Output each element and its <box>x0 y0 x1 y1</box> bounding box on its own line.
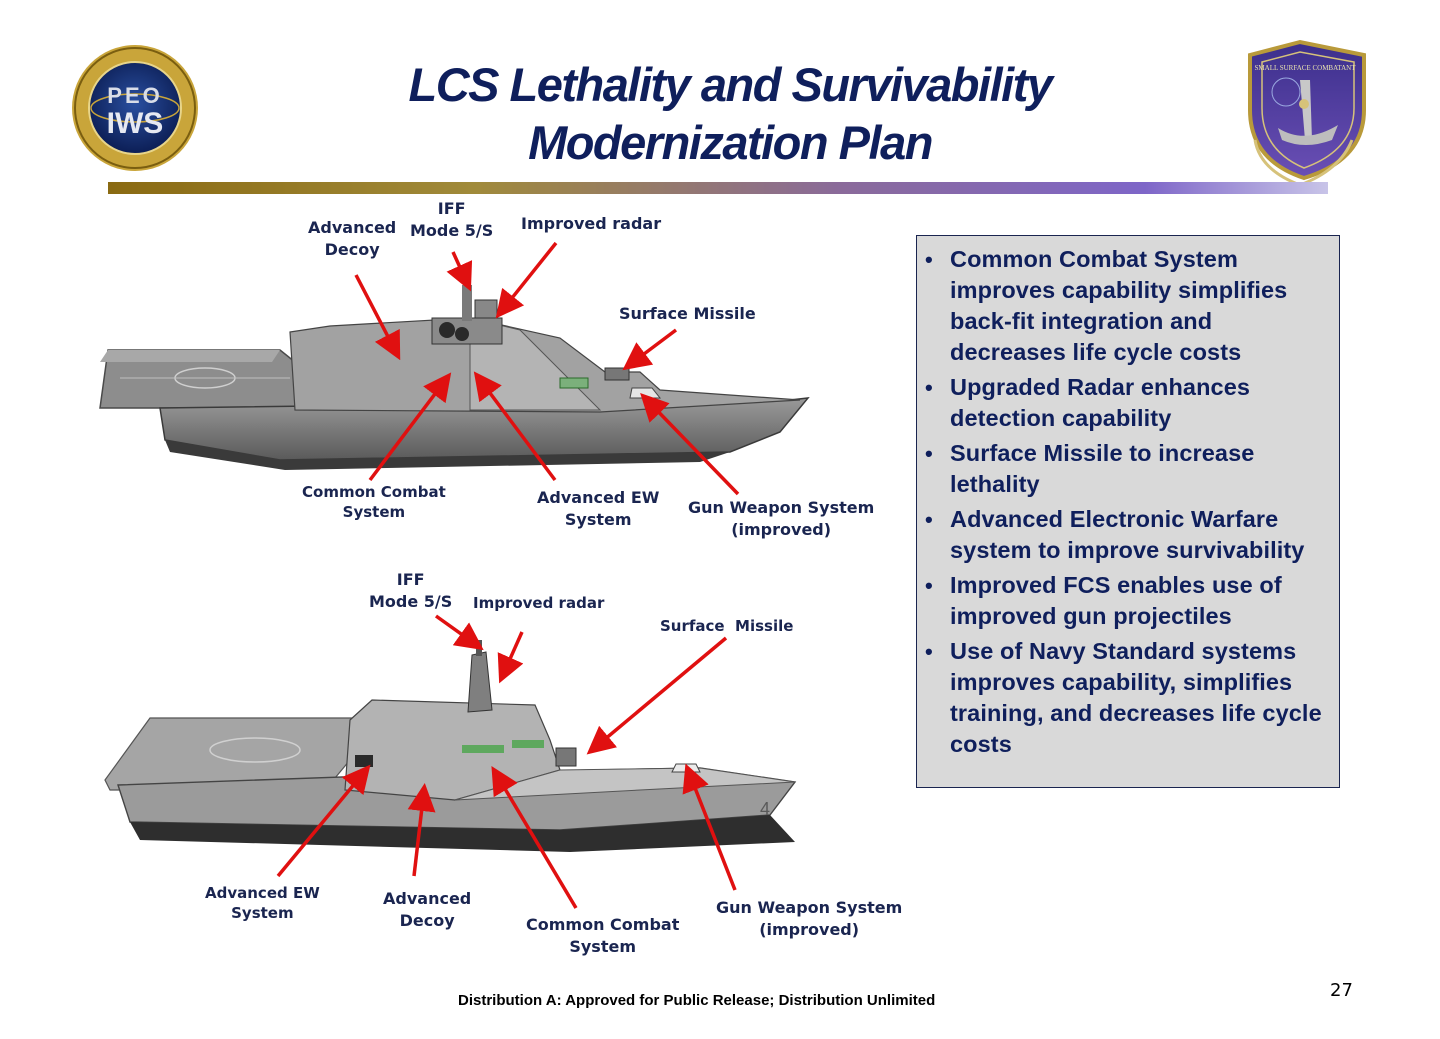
arrow-advanced-ew-1 <box>473 371 557 482</box>
arrow-gun-weapon-2 <box>682 763 737 891</box>
logo-iws-text: IWS <box>107 107 164 140</box>
page-title: LCS Lethality and Survivability Moderniz… <box>300 56 1160 172</box>
label-advanced-ew-2: Advanced EW System <box>205 884 320 922</box>
bullet-item: Improved FCS enables use of improved gun… <box>917 570 1339 632</box>
bullet-list: Common Combat System improves capability… <box>917 236 1339 760</box>
label-advanced-ew-1: Advanced EW System <box>537 488 660 529</box>
shield-text: SMALL SURFACE COMBATANT <box>1255 64 1357 72</box>
label-iff-2: IFF Mode 5/S <box>369 570 453 611</box>
bullet-item: Advanced Electronic Warfare system to im… <box>917 504 1339 566</box>
bullet-item: Use of Navy Standard systems improves ca… <box>917 636 1339 760</box>
label-common-combat-1: Common Combat System <box>302 483 446 521</box>
bullet-item: Upgraded Radar enhances detection capabi… <box>917 372 1339 434</box>
distribution-footer: Distribution A: Approved for Public Rele… <box>458 992 936 1009</box>
small-surface-combatant-logo: SMALL SURFACE COMBATANT <box>1248 39 1366 187</box>
bullet-panel: Common Combat System improves capability… <box>916 235 1340 788</box>
label-common-combat-2: Common Combat System <box>526 915 680 956</box>
peo-iws-logo: PEO IWS <box>72 45 198 171</box>
arrow-improved-radar-1 <box>495 241 558 319</box>
arrows-ship-1 <box>354 241 740 496</box>
arrow-iff-1 <box>446 251 473 292</box>
label-advanced-decoy-2: Advanced Decoy <box>383 889 472 930</box>
arrow-common-combat-2 <box>491 765 578 909</box>
arrow-advanced-decoy-1 <box>354 274 401 361</box>
label-improved-radar-2: Improved radar <box>473 594 605 612</box>
label-improved-radar-1: Improved radar <box>521 214 662 233</box>
arrow-improved-radar-2 <box>497 631 524 684</box>
arrow-advanced-ew-2 <box>276 764 371 878</box>
arrow-advanced-decoy-2 <box>407 783 436 877</box>
bullet-item: Surface Missile to increase lethality <box>917 438 1339 500</box>
arrow-surface-missile-1 <box>622 328 678 371</box>
hull-number: 4 <box>760 799 770 819</box>
arrow-surface-missile-2 <box>586 636 728 755</box>
ship-freedom-class <box>99 285 810 470</box>
arrow-iff-2 <box>434 614 484 651</box>
label-surface-missile-1: Surface Missile <box>619 304 756 323</box>
ship-independence-class: 4 <box>104 640 797 852</box>
bullet-item: Common Combat System improves capability… <box>917 244 1339 368</box>
arrow-common-combat-1 <box>368 372 452 482</box>
title-line-2: Modernization Plan <box>528 116 933 169</box>
label-surface-missile-2: Surface Missile <box>660 617 794 635</box>
label-iff-1: IFF Mode 5/S <box>410 199 494 240</box>
title-line-1: LCS Lethality and Survivability <box>408 58 1054 111</box>
page-number: 27 <box>1330 980 1353 1001</box>
label-advanced-decoy-1: Advanced Decoy <box>308 218 397 259</box>
logo-peo-text: PEO <box>107 83 162 108</box>
label-gun-weapon-1: Gun Weapon System (improved) <box>688 498 875 539</box>
title-divider <box>108 182 1328 194</box>
arrow-gun-weapon-1 <box>640 392 740 496</box>
arrows-ship-2 <box>276 614 737 909</box>
label-gun-weapon-2: Gun Weapon System (improved) <box>716 898 903 939</box>
